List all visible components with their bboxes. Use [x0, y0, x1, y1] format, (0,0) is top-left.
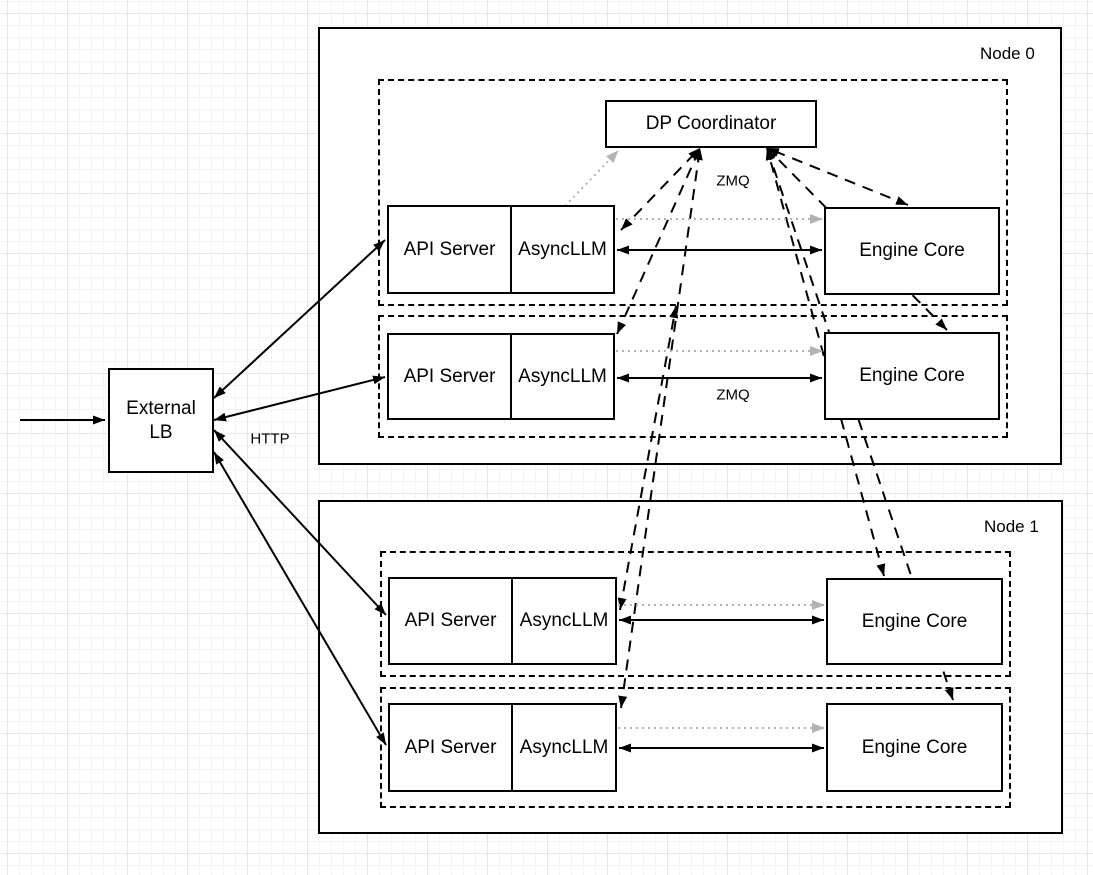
edge-external-lb-to-node1-row1-api-server [213, 429, 387, 616]
node1-row1-engine-core-label: Engine Core [861, 610, 968, 632]
node1-row2-async-llm-cell: AsyncLLM [519, 736, 609, 758]
external-lb-label-line2: LB [149, 421, 173, 443]
external-lb-label: External LB [126, 397, 196, 445]
node0-row1-engine-core-box: Engine Core [824, 207, 1000, 295]
node1-row1-frontend-box: API Server AsyncLLM [388, 577, 617, 665]
node0-row2-api-server-cell: API Server [389, 335, 512, 418]
node1-row1-api-server-cell: API Server [390, 579, 513, 663]
dp-coordinator-box: DP Coordinator [605, 100, 817, 148]
node1-row2-engine-core-label: Engine Core [861, 736, 968, 758]
node1-row2-api-server-cell: API Server [390, 705, 513, 790]
node1-row1-async-llm-cell: AsyncLLM [519, 610, 609, 632]
node0-row1-frontend-box: API Server AsyncLLM [387, 205, 615, 294]
node1-row2-engine-core-box: Engine Core [826, 703, 1003, 792]
node0-row2-frontend-box: API Server AsyncLLM [387, 333, 615, 420]
dp-coordinator-label: DP Coordinator [645, 113, 777, 135]
node0-label: Node 0 [980, 44, 1035, 63]
external-lb-box: External LB [108, 368, 214, 473]
node0-row2-async-llm-cell: AsyncLLM [518, 365, 607, 387]
node1-label: Node 1 [984, 517, 1039, 536]
node0-row2-engine-core-label: Engine Core [859, 365, 965, 387]
edge-external-lb-to-node0-row2-api-server [213, 375, 386, 422]
zmq-engine-label: ZMQ [716, 386, 750, 404]
zmq-coordinator-label: ZMQ [716, 172, 750, 190]
edge-node0-row1-async-llm-to-dp-coordinator [564, 150, 619, 207]
node0-row1-api-server-cell: API Server [389, 207, 512, 292]
external-lb-label-line1: External [126, 397, 196, 419]
node0-row1-async-llm-cell: AsyncLLM [518, 238, 607, 260]
edge-external-lb-to-node0-row1-api-server [213, 239, 386, 399]
node1-row2-frontend-box: API Server AsyncLLM [388, 703, 617, 792]
http-label: HTTP [250, 430, 290, 448]
node0-row2-engine-core-box: Engine Core [824, 332, 1000, 420]
node1-row1-engine-core-box: Engine Core [826, 578, 1003, 665]
edge-external-lb-to-node1-row2-api-server [213, 451, 387, 746]
node0-row1-engine-core-label: Engine Core [859, 240, 965, 262]
